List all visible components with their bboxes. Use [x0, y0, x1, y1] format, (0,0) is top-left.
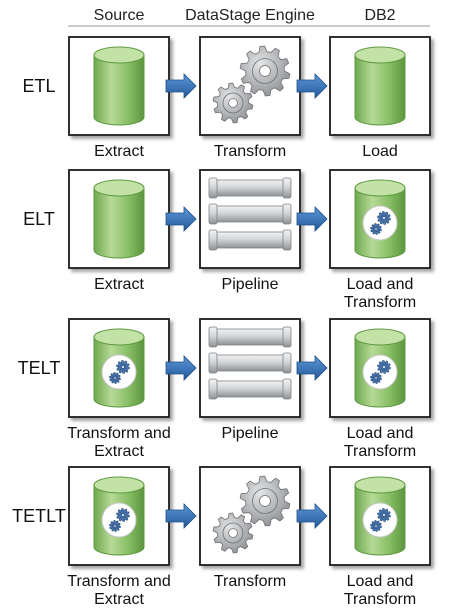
row-label: ELT — [23, 209, 55, 229]
small-gear-icon — [370, 372, 382, 384]
target-caption-line: Transform — [344, 591, 416, 608]
large-gear-icon — [239, 475, 291, 527]
small-gear-icon — [109, 372, 121, 384]
transform-gears-badge-icon — [101, 502, 137, 538]
small-gear-icon — [370, 520, 382, 532]
pipe-icon — [208, 203, 292, 225]
medium-gear-icon — [212, 82, 254, 124]
small-gear-icon — [116, 360, 130, 374]
small-gear-icon — [377, 211, 391, 225]
database-cylinder-icon — [93, 179, 145, 259]
target-caption: Load — [362, 143, 398, 160]
flow-arrow-icon — [296, 73, 328, 99]
engine-caption-line: Pipeline — [222, 425, 279, 442]
target-caption-line: Load and — [347, 276, 414, 293]
flow-arrow-icon — [296, 206, 328, 232]
source-caption-line: Transform and — [67, 573, 170, 590]
pipe-icon — [208, 352, 292, 374]
flow-arrow-icon — [296, 355, 328, 381]
source-stage: Extract — [68, 169, 170, 293]
medium-gear-icon — [212, 512, 254, 554]
engine-caption: Transform — [214, 143, 286, 160]
database-cylinder-icon — [93, 328, 145, 408]
engine-stage: Transform — [199, 36, 301, 160]
column-header-target: DB2 — [364, 7, 395, 24]
engine-caption: Transform — [214, 573, 286, 590]
pipeline-icon — [208, 326, 292, 400]
transform-gears-badge-icon — [362, 354, 398, 390]
pipe-icon — [208, 378, 292, 400]
large-gear-icon — [239, 45, 291, 97]
engine-stage: Pipeline — [199, 318, 301, 442]
source-caption-line: Extract — [94, 276, 144, 293]
small-gear-icon — [370, 223, 382, 235]
target-stage: Load — [329, 36, 431, 160]
flow-arrow-icon — [165, 73, 197, 99]
engine-caption-line: Pipeline — [222, 276, 279, 293]
target-caption-line: Transform — [344, 294, 416, 311]
source-caption-line: Transform and — [67, 425, 170, 442]
gears-icon — [212, 475, 291, 554]
database-cylinder-icon — [93, 46, 145, 126]
flow-arrow-icon — [296, 503, 328, 529]
small-gear-icon — [377, 508, 391, 522]
pipe-icon — [208, 229, 292, 251]
source-stage: Extract — [68, 36, 170, 160]
row-label: TETLT — [12, 506, 66, 526]
target-caption-line: Transform — [344, 443, 416, 460]
transform-gears-badge-icon — [362, 205, 398, 241]
engine-caption: Pipeline — [222, 276, 279, 293]
small-gear-icon — [377, 360, 391, 374]
row-label: ETL — [22, 76, 55, 96]
source-caption-line: Extract — [94, 143, 144, 160]
pattern-row: ETL Extract Transform Load — [22, 36, 431, 160]
database-cylinder-icon — [354, 179, 406, 259]
engine-stage: Pipeline — [199, 169, 301, 293]
engine-caption-line: Transform — [214, 573, 286, 590]
pipe-icon — [208, 177, 292, 199]
transform-gears-badge-icon — [101, 354, 137, 390]
row-label: TELT — [18, 358, 61, 378]
flow-arrow-icon — [165, 503, 197, 529]
transform-gears-badge-icon — [362, 502, 398, 538]
source-caption: Extract — [94, 276, 144, 293]
small-gear-icon — [109, 520, 121, 532]
column-header-engine: DataStage Engine — [185, 7, 315, 24]
database-cylinder-icon — [93, 476, 145, 556]
source-caption: Extract — [94, 143, 144, 160]
target-caption-line: Load and — [347, 425, 414, 442]
source-caption-line: Extract — [94, 443, 144, 460]
target-caption-line: Load and — [347, 573, 414, 590]
engine-stage: Transform — [199, 466, 301, 590]
pipe-icon — [208, 326, 292, 348]
pipeline-icon — [208, 177, 292, 251]
column-header-source: Source — [94, 7, 145, 24]
flow-arrow-icon — [165, 355, 197, 381]
small-gear-icon — [116, 508, 130, 522]
gears-icon — [212, 45, 291, 124]
flow-arrow-icon — [165, 206, 197, 232]
engine-caption-line: Transform — [214, 143, 286, 160]
database-cylinder-icon — [354, 46, 406, 126]
engine-caption: Pipeline — [222, 425, 279, 442]
database-cylinder-icon — [354, 328, 406, 408]
source-caption-line: Extract — [94, 591, 144, 608]
target-caption-line: Load — [362, 143, 398, 160]
database-cylinder-icon — [354, 476, 406, 556]
